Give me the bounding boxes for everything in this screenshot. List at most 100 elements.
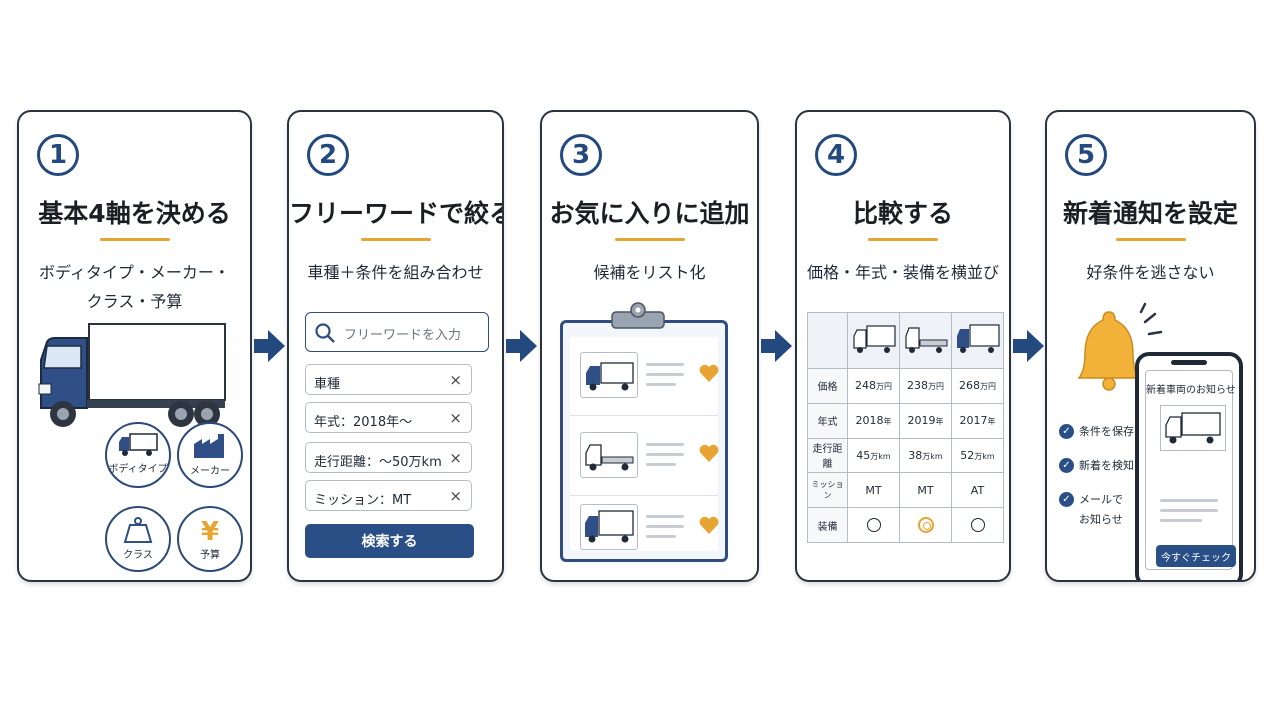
table-cell: 52万km [951,437,1004,474]
step-card-2: 2 フリーワードで絞る 車種＋条件を組み合わせ フリーワードを入力 車種 × 年… [287,110,504,582]
table-cell: 268万円 [951,368,1004,404]
title-underline [99,238,170,241]
search-input[interactable]: フリーワードを入力 [305,312,489,352]
row-label: 年式 [807,402,848,439]
truck-icon [585,444,634,471]
row-label: ミッション [807,472,848,509]
close-icon[interactable]: × [449,487,462,505]
step-subtitle: ボディタイプ・メーカー・ クラス・予算 [39,263,230,311]
filter-chip-mileage[interactable]: 走行距離：〜50万km × [305,442,472,473]
factory-icon [194,434,224,458]
truck-icon [119,433,158,456]
filter-chip-transmission[interactable]: ミッション：MT × [305,480,472,511]
truck-icon [956,324,1000,353]
table-cell [899,507,952,543]
heart-icon[interactable] [698,515,720,535]
title-underline [868,238,938,241]
arrow-right-icon [761,330,792,362]
table-header-cell [951,312,1004,369]
table-cell: 2019年 [899,402,952,439]
arrow-right-icon [1013,330,1044,362]
category-label: メーカー [190,466,230,477]
category-label: 予算 [200,550,220,561]
table-row: ミッション MT MT AT [807,472,1004,509]
table-cell: AT [951,472,1004,509]
table-corner [807,312,848,369]
step-number: 2 [307,134,349,176]
search-icon [315,323,335,343]
phone-screen: 新着車両のお知らせ 今すぐチェック [1145,370,1236,570]
close-icon[interactable]: × [449,449,462,467]
step-number: 3 [560,134,602,176]
step-title: お気に入りに追加 [549,199,750,228]
list-item[interactable] [580,349,720,407]
category-body-type[interactable]: ボディタイプ [105,422,171,488]
list-item[interactable] [580,429,720,487]
yen-icon: ¥ [201,517,219,544]
arrow-right-icon [506,330,537,362]
table-row: 走行距離 45万km 38万km 52万km [807,437,1004,474]
step-card-4: 4 比較する 価格・年式・装備を横並び 価格 248万円 238万円 268万円… [795,110,1011,582]
step-title: 比較する [852,199,953,228]
check-icon: ✓ [1059,424,1074,439]
clip-icon [611,302,665,329]
list-item[interactable] [580,501,720,559]
step-title: フリーワードで絞る [289,199,504,228]
close-icon[interactable]: × [449,409,462,427]
category-label: クラス [123,550,153,561]
phone-notch [1171,360,1207,365]
weight-icon [123,517,153,543]
step-card-1: 1 基本4軸を決める ボディタイプ・メーカー・ クラス・予算 ボディタイプ メー… [17,110,252,582]
filter-label: ミッション：MT [314,493,412,508]
table-cell: 38万km [899,437,952,474]
category-budget[interactable]: ¥ 予算 [177,506,243,572]
row-label: 走行距離 [807,437,848,474]
truck-thumbnail [580,432,638,478]
category-class[interactable]: クラス [105,506,171,572]
double-circle-mark-icon [917,517,934,534]
table-header-row [807,312,1004,369]
truck-thumbnail [580,352,638,398]
truck-thumbnail [580,504,638,550]
title-underline [1115,238,1186,241]
step-card-5: 5 新着通知を設定 好条件を逃さない ✓条件を保存 ✓新着を検知 ✓ メールで … [1045,110,1256,582]
table-row: 年式 2018年 2019年 2017年 [807,402,1004,439]
search-placeholder: フリーワードを入力 [344,328,462,343]
truck-icon [1160,405,1226,451]
table-cell: MT [847,472,900,509]
truck-icon [586,362,634,391]
heart-icon[interactable] [698,443,720,463]
table-cell: 2018年 [847,402,900,439]
check-now-button[interactable]: 今すぐチェック [1156,545,1236,567]
table-row: 価格 248万円 238万円 268万円 [807,368,1004,404]
table-cell [951,507,1004,543]
heart-icon[interactable] [698,363,720,383]
arrow-right-icon [254,330,285,362]
table-cell: 2017年 [951,402,1004,439]
circle-mark-icon [970,518,985,533]
step-subtitle: 車種＋条件を組み合わせ [307,263,484,282]
table-row: 装備 [807,507,1004,543]
truck-icon [852,325,896,353]
filter-chip-model[interactable]: 車種 × [305,364,472,395]
filter-label: 年式：2018年〜 [314,415,413,430]
step-subtitle: 候補をリスト化 [593,263,706,282]
filter-label: 走行距離：〜50万km [314,455,442,470]
notification-title: 新着車両のお知らせ [1146,385,1236,396]
title-underline [360,238,431,241]
table-cell: 248万円 [847,368,900,404]
filter-chip-year[interactable]: 年式：2018年〜 × [305,402,472,433]
check-icon: ✓ [1059,458,1074,473]
truck-icon [904,327,947,353]
table-cell: MT [899,472,952,509]
circle-mark-icon [866,518,881,533]
step-number: 4 [815,134,857,176]
table-header-cell [899,312,952,369]
truck-icon [585,510,634,543]
filter-label: 車種 [314,377,341,392]
step-card-3: 3 お気に入りに追加 候補をリスト化 [540,110,759,582]
close-icon[interactable]: × [449,371,462,389]
category-maker[interactable]: メーカー [177,422,243,488]
search-button[interactable]: 検索する [305,524,474,558]
step-title: 新着通知を設定 [1062,199,1238,228]
